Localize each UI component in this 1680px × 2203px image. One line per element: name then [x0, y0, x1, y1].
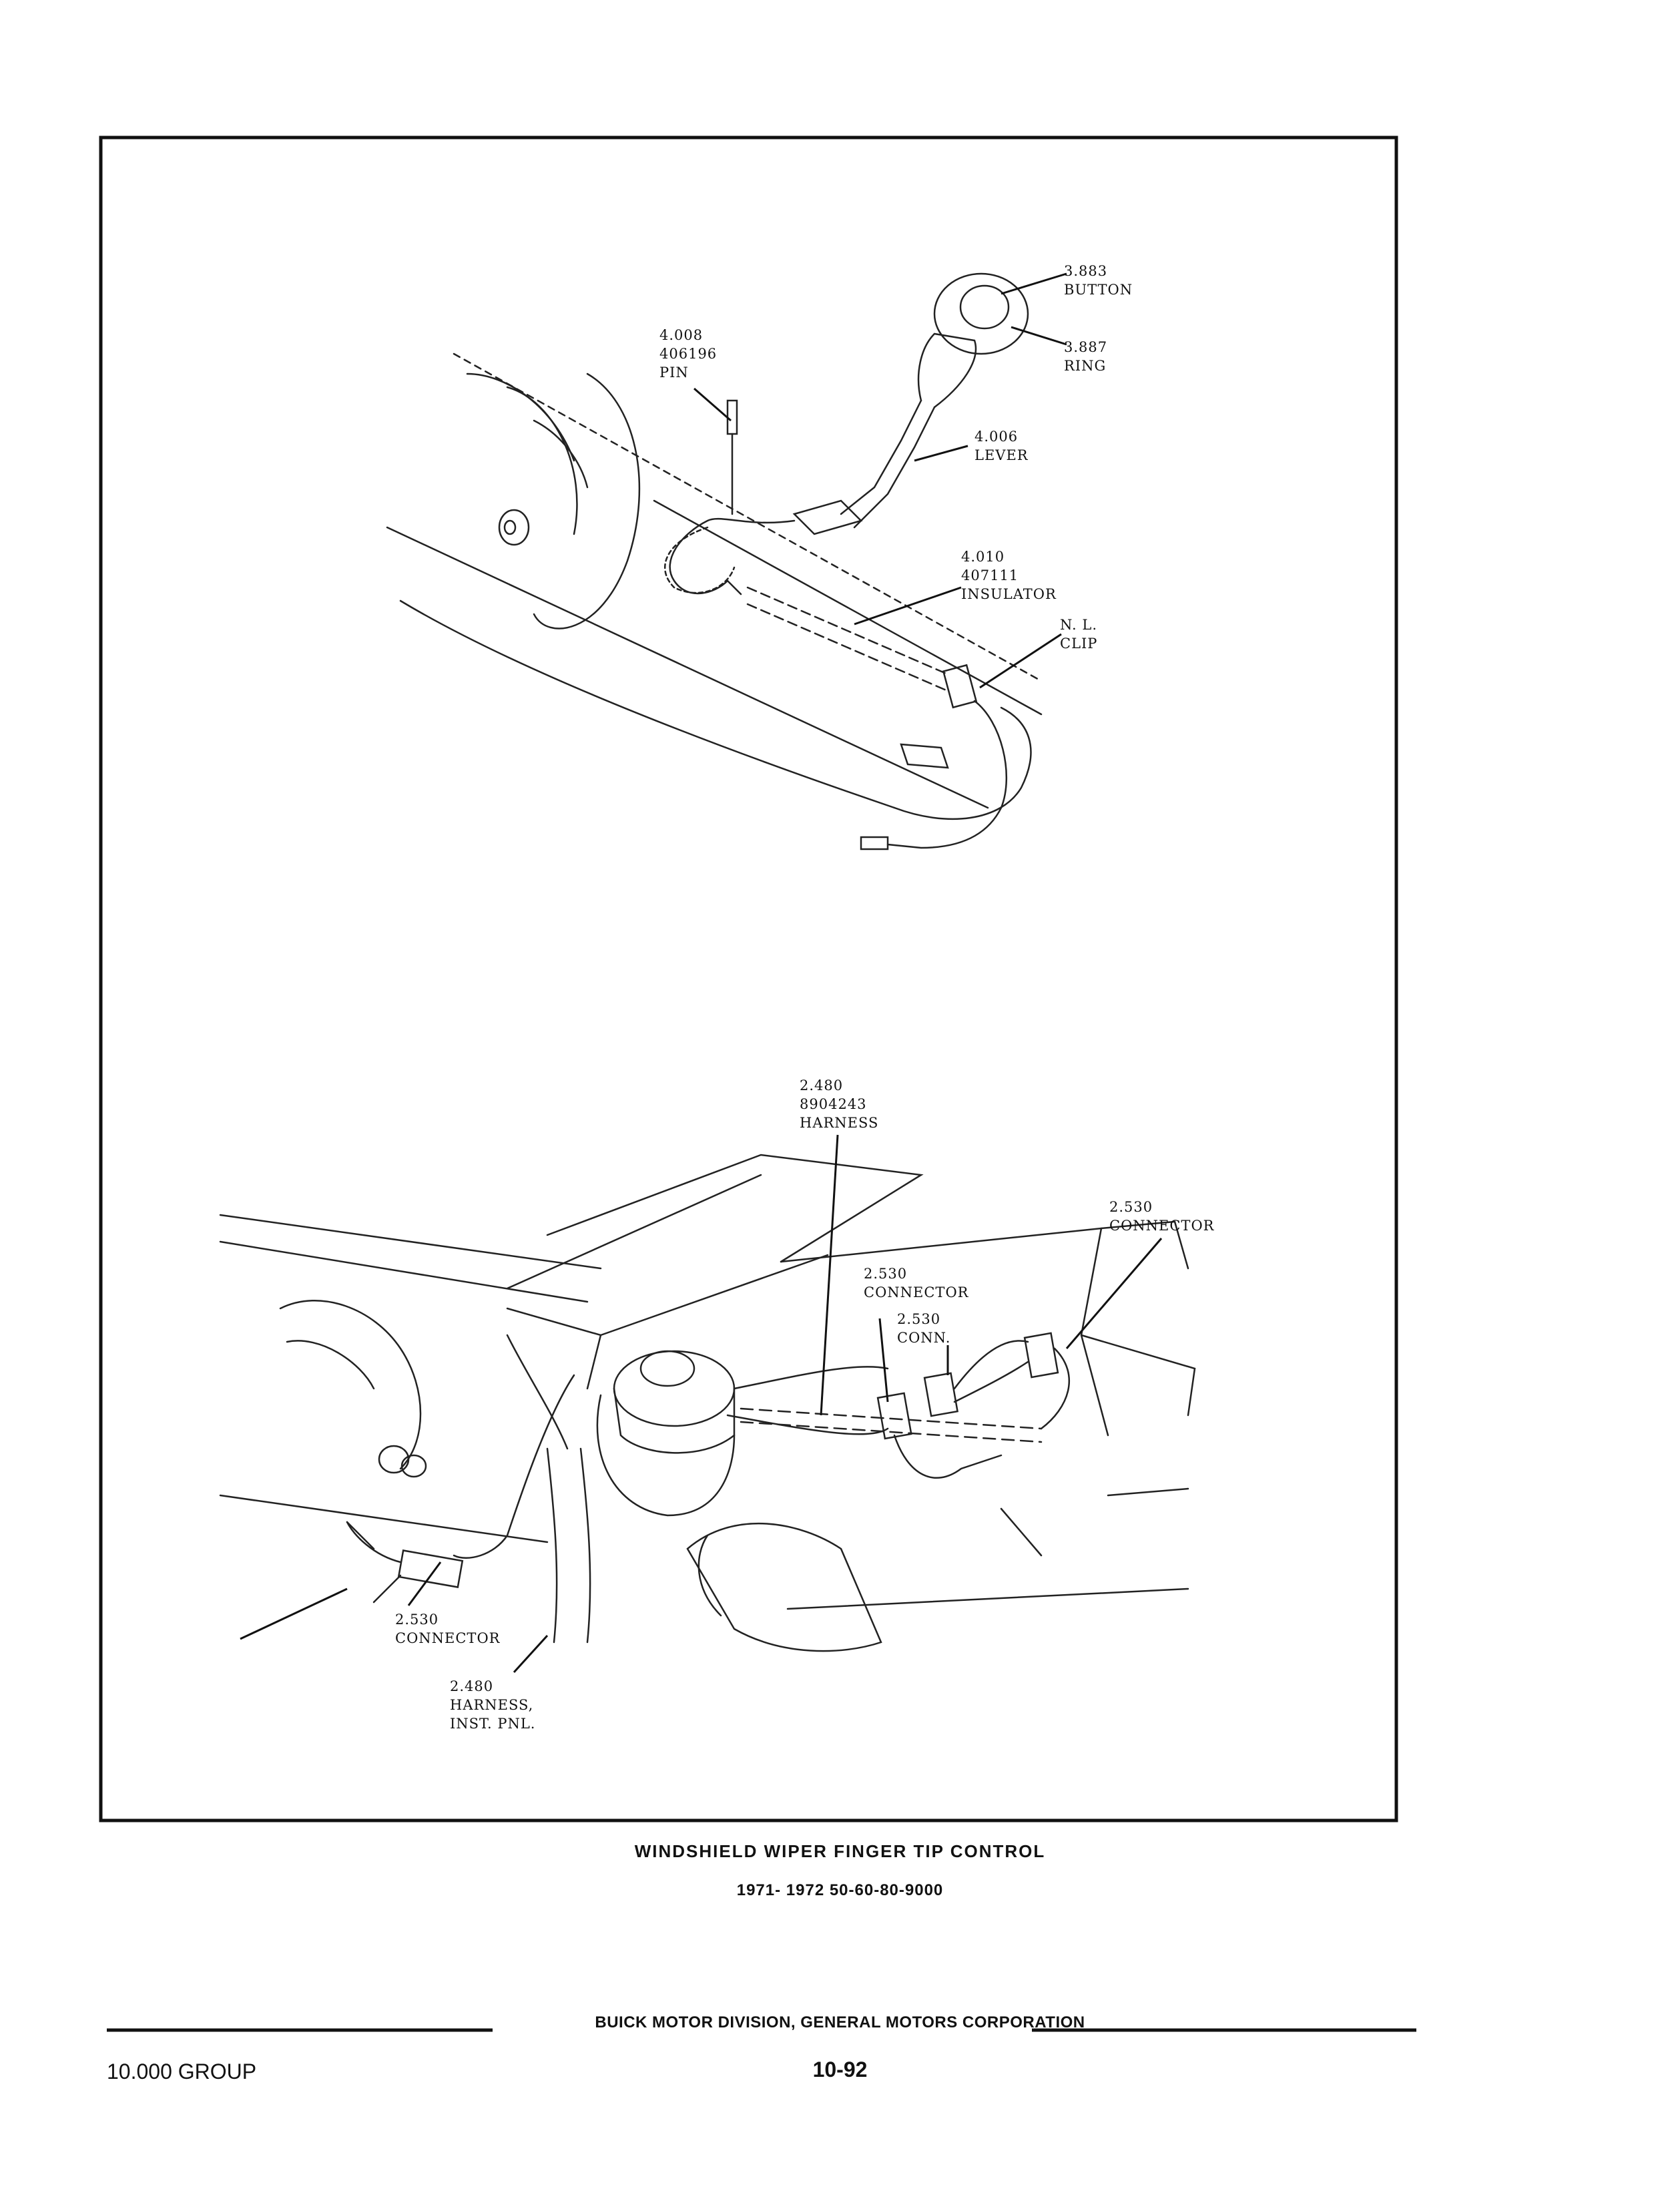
column-hole: [498, 509, 530, 546]
dashboard-illustration: [219, 1154, 1196, 1652]
callout-line: 2.480: [800, 1077, 844, 1093]
callout-line: 8904243: [800, 1096, 867, 1112]
callout-connector-mid: 2.530 CONNECTOR: [864, 1264, 968, 1302]
bottom-leader-lines: [240, 1134, 1163, 1674]
callout-line: 2.530: [395, 1612, 439, 1628]
steering-column-illustration: [386, 272, 1043, 850]
callout-line: 2.530: [864, 1266, 908, 1282]
figure-frame: [99, 136, 1398, 1822]
callout-clip: N. L. CLIP: [1060, 616, 1097, 653]
callout-line: HARNESS,: [450, 1697, 534, 1713]
callout-line: CONNECTOR: [864, 1284, 969, 1300]
callout-line: 4.006: [974, 429, 1019, 445]
footer-group: 10.000 GROUP: [107, 2059, 257, 2084]
footer-corporation: BUICK MOTOR DIVISION, GENERAL MOTORS COR…: [595, 2013, 1085, 2031]
connector-right: [1023, 1332, 1059, 1379]
callout-connector-left: 2.530 CONNECTOR: [395, 1610, 500, 1648]
wire-end-connector: [860, 836, 889, 850]
pin: [726, 399, 738, 435]
callout-insulator: 4.010 407111 INSULATOR: [961, 547, 1057, 603]
callout-line: CONNECTOR: [1109, 1218, 1215, 1234]
connector-mid: [876, 1392, 912, 1440]
callout-harness-inst-pnl: 2.480 HARNESS, INST. PNL.: [450, 1677, 535, 1733]
figure-caption-title: WINDSHIELD WIPER FINGER TIP CONTROL: [634, 1841, 1046, 1861]
callout-line: N. L.: [1060, 617, 1098, 633]
dash-knob-left: [378, 1445, 410, 1474]
callout-line: 2.530: [897, 1311, 941, 1327]
callout-line: 4.008: [659, 327, 704, 343]
callout-line: 2.530: [1109, 1199, 1153, 1215]
figure-caption-models: 1971- 1972 50-60-80-9000: [736, 1881, 944, 1899]
callout-line: 3.883: [1064, 263, 1108, 279]
duct: [686, 1522, 882, 1652]
callout-lever: 4.006 LEVER: [974, 427, 1029, 465]
clip: [942, 664, 978, 709]
callout-harness: 2.480 8904243 HARNESS: [800, 1076, 878, 1132]
connector-left: [397, 1549, 464, 1588]
callout-line: 4.010: [961, 549, 1005, 565]
callout-line: PIN: [659, 364, 689, 381]
callout-line: 406196: [659, 346, 718, 362]
callout-conn: 2.530 CONN.: [897, 1310, 950, 1347]
wiper-motor: [613, 1350, 736, 1427]
connector-conn: [923, 1372, 959, 1417]
callout-line: CLIP: [1060, 636, 1098, 652]
callout-button: 3.883 BUTTON: [1064, 262, 1133, 299]
lever-knob: [933, 272, 1029, 355]
callout-line: INST. PNL.: [450, 1716, 536, 1732]
page-number: 10-92: [812, 2057, 868, 2082]
callout-ring: 3.887 RING: [1064, 338, 1107, 375]
callout-line: 3.887: [1064, 339, 1108, 355]
callout-pin: 4.008 406196 PIN: [659, 326, 717, 382]
callout-line: INSULATOR: [961, 586, 1057, 602]
callout-line: RING: [1064, 358, 1107, 374]
callout-line: BUTTON: [1064, 282, 1133, 298]
knob-button: [959, 284, 1010, 330]
callout-line: 2.480: [450, 1678, 494, 1694]
callout-line: CONNECTOR: [395, 1630, 501, 1646]
callout-line: CONN.: [897, 1330, 951, 1346]
top-leader-lines: [693, 272, 1067, 689]
callout-line: 407111: [961, 567, 1019, 583]
callout-line: HARNESS: [800, 1115, 879, 1131]
callout-line: LEVER: [974, 447, 1029, 463]
callout-connector-right: 2.530 CONNECTOR: [1109, 1198, 1214, 1235]
dash-knob-right: [400, 1454, 427, 1478]
